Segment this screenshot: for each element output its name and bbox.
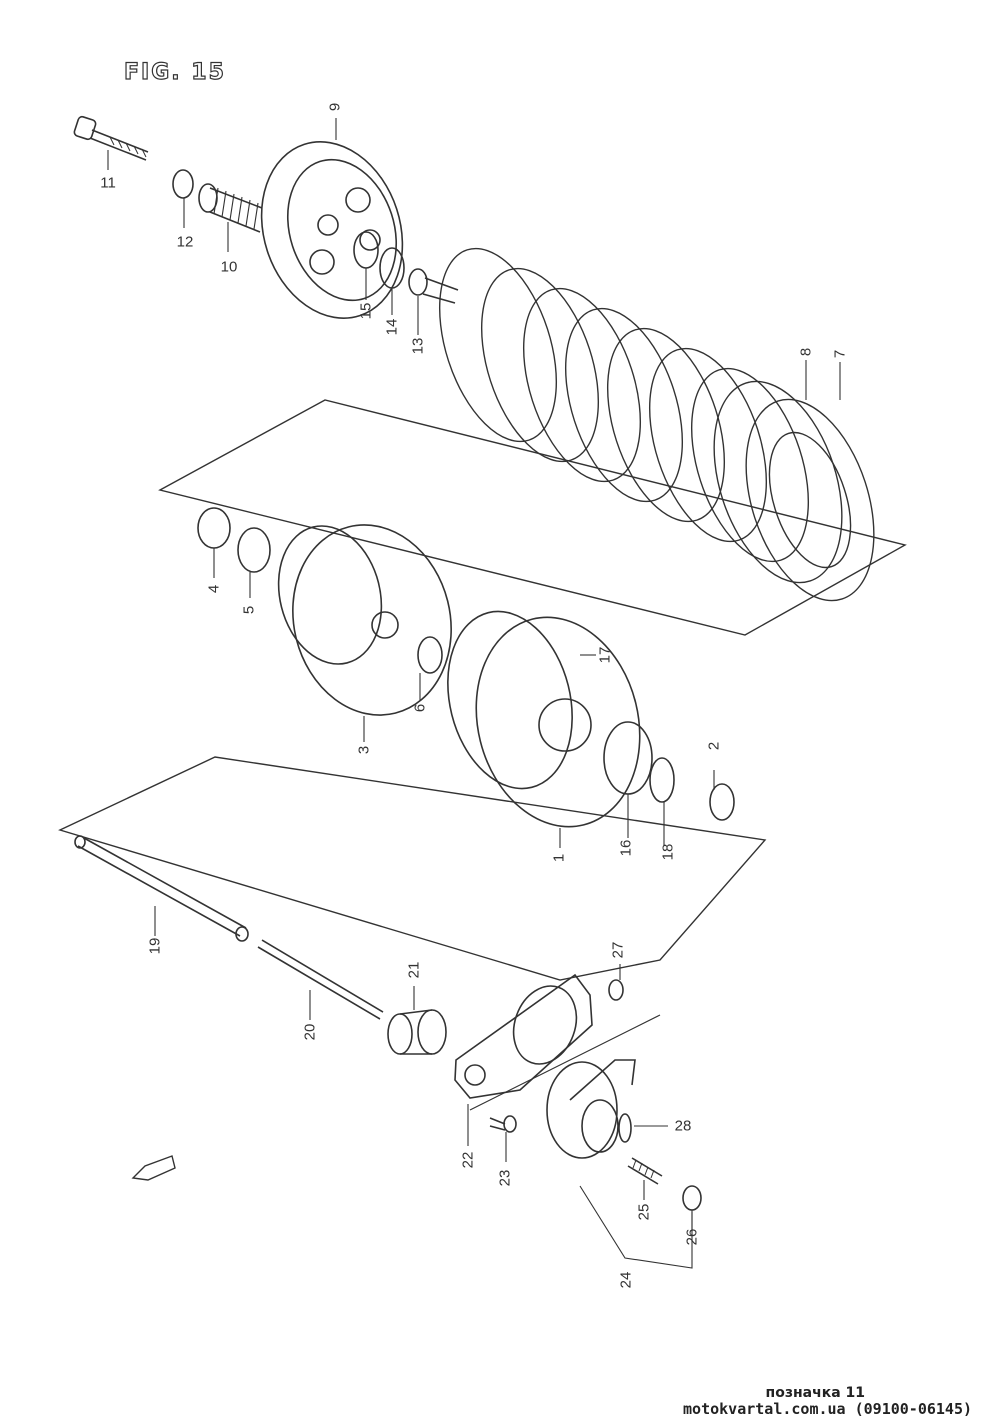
callout-11: 11 [100,174,116,192]
callout-28: 28 [674,1117,692,1135]
leader-lines [107,118,841,1269]
callout-6: 6 [411,703,429,713]
pushrod-20-drawing [257,939,384,1020]
callout-7: 7 [831,349,849,359]
clutch-plates-drawing [438,247,875,602]
pushrod-19-drawing [74,835,249,942]
spring-25-drawing [627,1157,663,1185]
callout-13: 13 [409,337,427,355]
pushrod-piece-13-drawing [408,268,459,304]
callout-25: 25 [635,1203,653,1221]
callout-12: 12 [176,233,194,251]
spacer-16-drawing [603,721,653,795]
callout-18: 18 [659,843,677,861]
callout-4: 4 [205,584,223,594]
bolt-23-drawing [489,1115,517,1133]
release-cylinder-24-drawing [546,1059,636,1159]
gasket-22-drawing [454,973,593,1099]
clutch-housing-1-drawing [447,610,641,828]
spring-10-drawing [198,183,263,233]
callout-20: 20 [301,1023,319,1041]
clutch-hub-3-drawing [277,524,452,716]
release-group-outline [469,1014,661,1111]
thrust-washer-2-drawing [709,783,735,821]
callout-16: 16 [617,839,635,857]
bleeder-27-drawing [608,979,624,1001]
spring-28-drawing [618,1113,632,1143]
washer-12-drawing [172,169,194,199]
callout-17: 17 [596,646,614,664]
cap-26-drawing [682,1185,702,1211]
callout-10: 10 [220,258,238,276]
ring-18-drawing [649,757,675,803]
callout-14: 14 [383,318,401,336]
front-arrow-icon [131,1155,176,1181]
callout-23: 23 [496,1169,514,1187]
callout-21: 21 [405,961,423,979]
bolt-11-drawing [73,115,149,161]
callout-26: 26 [683,1228,701,1246]
footer-site: motokvartal.com.ua (09100-06145) [683,1400,972,1418]
oil-seal-21-drawing [387,1009,447,1055]
upper-group-outline [158,399,907,636]
callout-3: 3 [355,745,373,755]
callout-19: 19 [146,937,164,955]
nut-4-drawing [197,507,231,549]
callout-9: 9 [326,102,344,112]
callout-5: 5 [240,605,258,615]
callout-1: 1 [550,853,568,863]
callout-2: 2 [705,741,723,751]
callout-22: 22 [459,1151,477,1169]
figure-title: FIG. 15 [123,59,226,85]
lower-group-outline [58,756,767,981]
callout-24: 24 [617,1271,635,1289]
callout-27: 27 [609,941,627,959]
callout-8: 8 [797,347,815,357]
washer-6-drawing [417,636,443,674]
footer-label: позначка 11 [765,1385,865,1401]
lock-washer-5-drawing [237,527,271,573]
pressure-plate-9-drawing [260,141,404,319]
callout-15: 15 [357,302,375,320]
